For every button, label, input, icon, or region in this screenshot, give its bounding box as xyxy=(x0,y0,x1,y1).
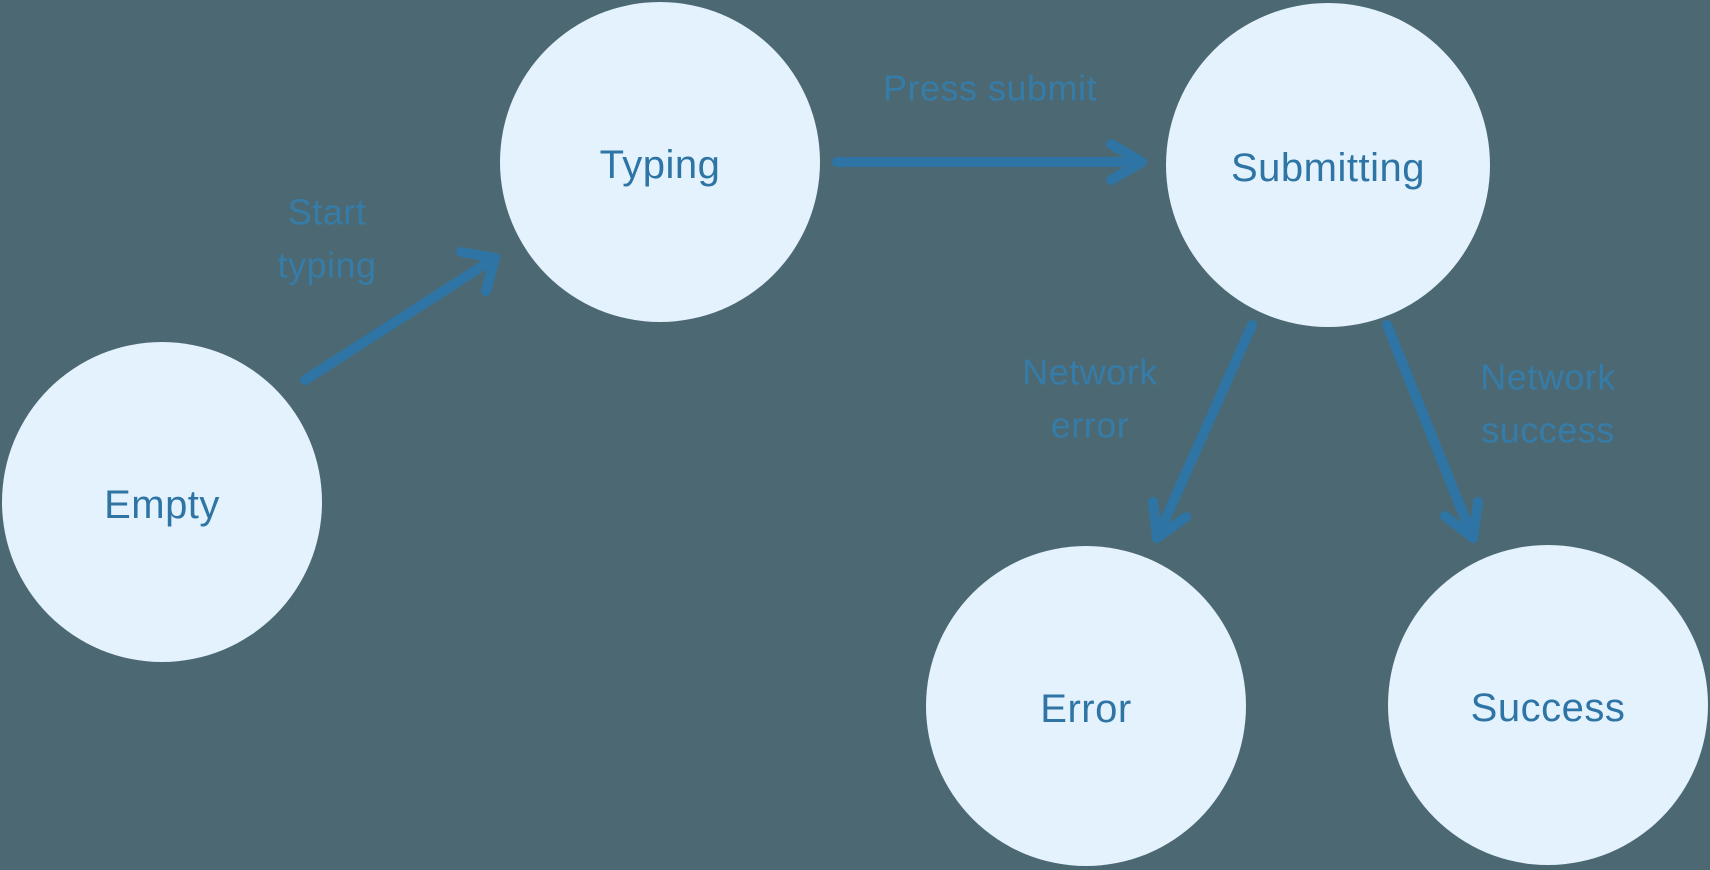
edge-network-error-label-line2: error xyxy=(1051,405,1130,446)
state-node-error: Error xyxy=(926,546,1246,866)
state-circle-typing xyxy=(500,2,820,322)
edge-start-typing-label-line2: typing xyxy=(277,245,376,286)
state-circle-empty xyxy=(2,342,322,662)
state-label-success: Success xyxy=(1471,686,1626,730)
state-node-submitting: Submitting xyxy=(1166,3,1490,327)
edge-press-submit-arrowhead-icon xyxy=(1106,139,1147,185)
edge-network-error: Network error xyxy=(1022,320,1257,543)
state-circle-error xyxy=(926,546,1246,866)
edge-network-success-label-line1: Network xyxy=(1480,357,1616,398)
edge-network-success-label-line2: success xyxy=(1481,410,1615,451)
state-label-empty: Empty xyxy=(104,483,220,527)
edge-start-typing-line xyxy=(300,253,500,385)
state-label-submitting: Submitting xyxy=(1231,146,1425,190)
edge-start-typing: Start typing xyxy=(277,192,500,385)
edge-press-submit: Press submit xyxy=(832,68,1147,185)
state-label-typing: Typing xyxy=(600,143,721,187)
edge-network-success: Network success xyxy=(1382,320,1616,543)
edge-start-typing-arrowhead-icon xyxy=(456,247,500,296)
state-node-empty: Empty xyxy=(2,342,322,662)
state-node-success: Success xyxy=(1388,545,1708,865)
state-circle-submitting xyxy=(1166,3,1490,327)
state-node-typing: Typing xyxy=(500,2,820,322)
state-label-error: Error xyxy=(1040,687,1131,731)
edge-network-error-label-line1: Network xyxy=(1022,352,1158,393)
state-circle-success xyxy=(1388,545,1708,865)
edge-start-typing-label-line1: Start xyxy=(288,192,367,233)
edge-network-success-line xyxy=(1382,320,1478,543)
edge-network-error-arrowhead-icon xyxy=(1148,497,1191,543)
edge-network-error-line xyxy=(1152,320,1257,543)
edge-network-success-arrowhead-icon xyxy=(1440,497,1483,543)
edge-press-submit-label: Press submit xyxy=(883,68,1097,109)
